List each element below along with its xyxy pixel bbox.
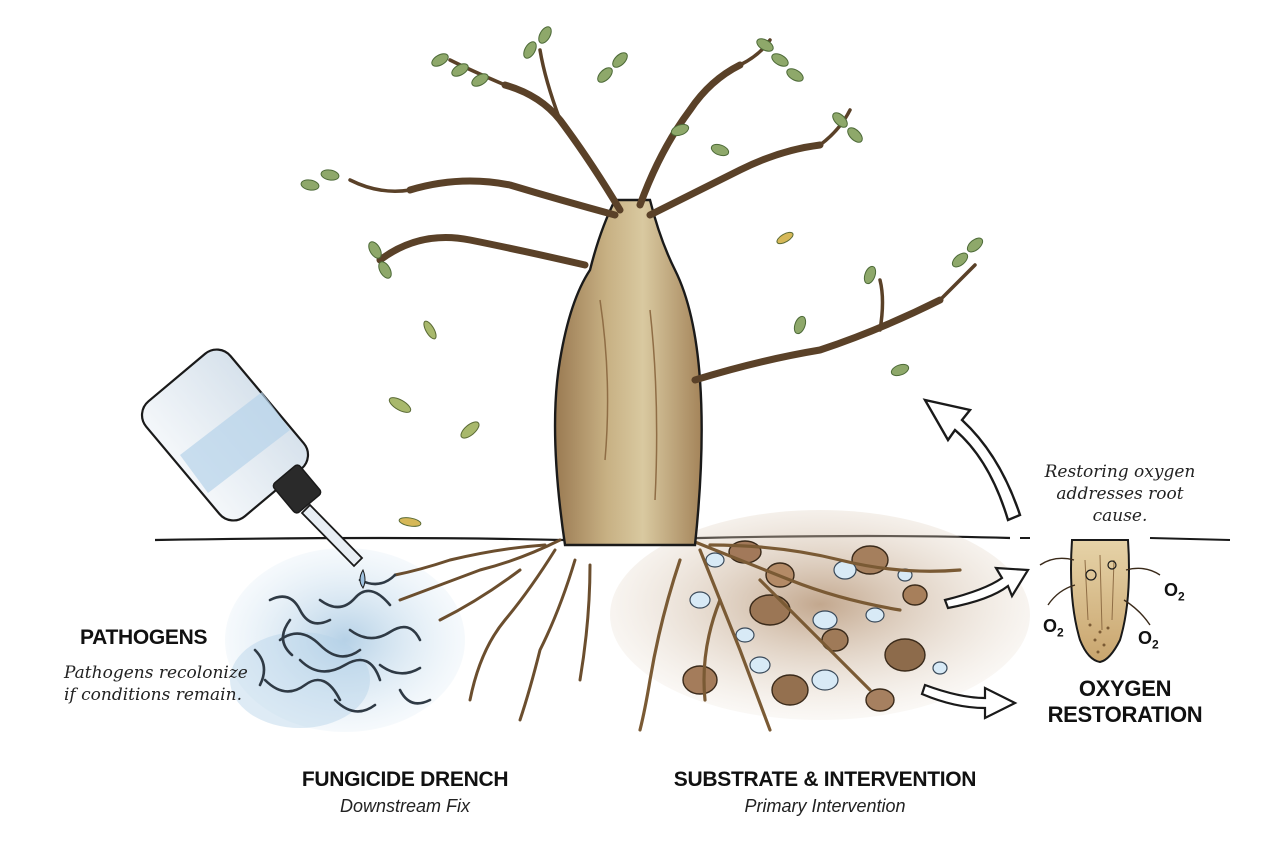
fungicide-bottle: [140, 348, 366, 589]
pathogen-strands: [253, 573, 432, 713]
oxygen-arrow-lower: [920, 683, 1018, 720]
growth-arrow: [922, 398, 1022, 522]
o2-label-left: O2: [1043, 616, 1064, 640]
fungicide-subtitle: Downstream Fix: [339, 796, 471, 816]
roots-right: [638, 538, 962, 732]
oxygen-note: Restoring oxygen addresses root cause.: [1020, 461, 1220, 527]
pathogens-note-line1: Pathogens recolonize: [64, 663, 248, 683]
o2-label-bottom: O2: [1138, 628, 1159, 652]
substrate-subtitle: Primary Intervention: [744, 796, 906, 816]
waterlogged-soil: [225, 548, 465, 732]
pathogens-title: PATHOGENS: [80, 626, 208, 649]
tree-branches: [376, 61, 944, 384]
o2-label-right: O2: [1164, 580, 1185, 604]
oxygen-note-line2: addresses root: [1056, 484, 1184, 504]
air-pockets: [689, 552, 948, 691]
oxygen-arrow-upper: [943, 566, 1030, 610]
fungicide-title: FUNGICIDE DRENCH: [301, 768, 509, 791]
tree-foliage: [300, 26, 984, 377]
roots-left: [393, 538, 592, 722]
pathogens-note: Pathogens recolonize if conditions remai…: [64, 662, 264, 706]
oxygen-note-line3: cause.: [1092, 506, 1148, 526]
falling-leaves: [388, 231, 794, 527]
substrate-title: SUBSTRATE & INTERVENTION: [673, 768, 977, 791]
healthy-root-tip: [1039, 539, 1161, 664]
oxygen-title-line2: RESTORATION: [1047, 702, 1203, 727]
pathogens-note-line2: if conditions remain.: [64, 685, 242, 705]
oxygen-note-line1: Restoring oxygen: [1044, 462, 1196, 482]
oxygen-title: OXYGEN RESTORATION: [1010, 676, 1240, 728]
oxygen-title-line1: OXYGEN: [1078, 676, 1172, 701]
ground-line-right: [1020, 537, 1231, 541]
tree-trunk: [553, 198, 703, 547]
